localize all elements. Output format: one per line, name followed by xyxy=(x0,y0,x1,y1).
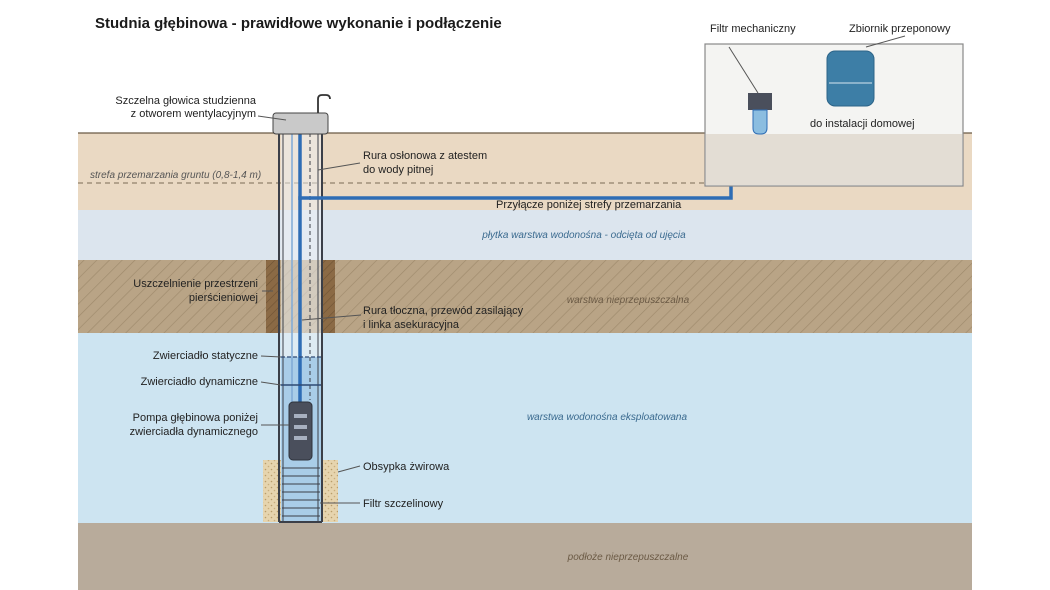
exploited-aquifer-layer xyxy=(78,333,972,523)
connection-label: Przyłącze poniżej strefy przemarzania xyxy=(496,199,682,211)
static-level-leader xyxy=(260,355,282,358)
annular-seal-right xyxy=(321,260,335,333)
bedrock-layer xyxy=(78,523,972,590)
gravel-pack-label: Obsypka żwirowa xyxy=(363,461,450,473)
shallow-aquifer-label: płytka warstwa wodonośna - odcięta od uj… xyxy=(481,230,686,241)
pressure-tank-leader xyxy=(865,35,906,48)
mechanical-filter-label: Filtr mechaniczny xyxy=(710,23,796,35)
shallow-aquifer-layer xyxy=(78,210,972,260)
pressure-tank-label: Zbiornik przeponowy xyxy=(849,23,951,35)
casing-leader xyxy=(317,162,361,171)
well-head xyxy=(272,94,331,135)
vent-pipe-icon xyxy=(317,94,331,113)
bedrock-label: podłoże nieprzepuszczalne xyxy=(567,552,689,563)
pressure-pipe-label-2: i linka asekuracyjna xyxy=(363,319,460,331)
slotted-filter-label: Filtr szczelinowy xyxy=(363,498,444,510)
well-head-label-2: z otworem wentylacyjnym xyxy=(131,108,256,120)
annular-seal-left xyxy=(266,260,280,333)
connection-pipe xyxy=(298,186,733,200)
gravel-pack-left xyxy=(263,460,281,522)
installation-room-floor xyxy=(706,134,962,185)
impermeable-layer-label: warstwa nieprzepuszczalna xyxy=(567,295,690,306)
casing-label-2: do wody pitnej xyxy=(363,164,433,176)
submersible-pump xyxy=(288,401,313,461)
dynamic-level-leader xyxy=(260,381,282,386)
gravel-pack-right xyxy=(320,460,338,522)
well-head-leader xyxy=(257,115,287,121)
slotted-filter xyxy=(282,467,320,517)
gravel-leader xyxy=(337,465,361,473)
home-installation-label: do instalacji domowej xyxy=(810,118,915,130)
seal-label-1: Uszczelnienie przestrzeni xyxy=(133,278,258,290)
dynamic-level-label: Zwierciadło dynamiczne xyxy=(141,376,258,388)
impermeable-layer xyxy=(78,260,972,333)
static-level-label: Zwierciadło statyczne xyxy=(153,350,258,362)
casing-label-1: Rura osłonowa z atestem xyxy=(363,150,487,162)
exploited-aquifer-label: warstwa wodonośna eksploatowana xyxy=(527,412,688,423)
mechanical-filter-icon xyxy=(748,93,772,135)
pressure-pipe-label-1: Rura tłoczna, przewód zasilający xyxy=(363,305,524,317)
pressure-tank-icon xyxy=(826,50,875,107)
pump-label-1: Pompa głębinowa poniżej xyxy=(133,412,258,424)
pressure-pipe-leader xyxy=(301,314,362,321)
seal-label-2: pierścieniowej xyxy=(189,292,258,304)
pump-label-2: zwierciadła dynamicznego xyxy=(130,426,258,438)
mechanical-filter-leader xyxy=(728,46,759,94)
well-head-label-1: Szczelna głowica studzienna xyxy=(115,95,257,107)
diagram-title: Studnia głębinowa - prawidłowe wykonanie… xyxy=(95,15,502,32)
frost-zone-label: strefa przemarzania gruntu (0,8-1,4 m) xyxy=(90,170,261,181)
